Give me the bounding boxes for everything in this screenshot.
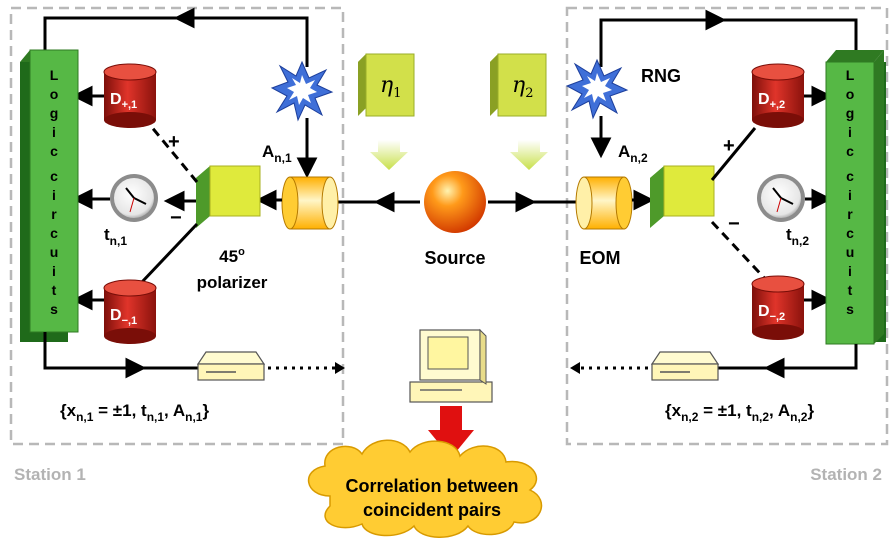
correlation-label-line2: coincident pairs (363, 500, 501, 520)
detector-plus-1-label: D+,1 (110, 91, 137, 111)
down-arrow-1 (370, 140, 408, 170)
setting-label-2: An,2 (618, 142, 648, 165)
eta-1-label: η1 (380, 73, 401, 101)
eta-2-label: η2 (512, 73, 533, 101)
rng-label: RNG (641, 66, 681, 86)
minus-sign-1: − (170, 207, 182, 229)
record-label-1: {xn,1 = ±1, tn,1, An,1} (60, 401, 209, 424)
disk-drive-icon (650, 351, 720, 381)
logic-letter: i (848, 187, 852, 203)
logic-letter: c (846, 143, 854, 159)
starburst-icon (565, 58, 629, 120)
logic-letter: r (51, 206, 57, 222)
logic-letter: i (848, 263, 852, 279)
polarizer-cube-1 (196, 165, 261, 228)
record-label-2: {xn,2 = ±1, tn,2, An,2} (665, 401, 814, 424)
eom-cylinder-2 (575, 176, 633, 230)
logic-letter: t (52, 282, 57, 298)
logic-letter: i (848, 124, 852, 140)
cylinder-detector-icon (103, 63, 157, 128)
detector-minus-2-label: D−,2 (758, 303, 785, 323)
clock-icon (757, 174, 805, 222)
correlation-cloud (307, 439, 543, 538)
correlation-label-line1: Correlation between (345, 476, 518, 496)
polarizer-label-line1: 45o (219, 246, 245, 266)
setting-label-1: An,1 (262, 142, 292, 165)
logic-letter: u (846, 244, 855, 260)
logic-letter: o (50, 86, 59, 102)
eom-cylinder-1 (281, 176, 339, 230)
station-2-border (565, 6, 889, 446)
plus-sign-1: + (168, 131, 180, 153)
source-label: Source (424, 248, 485, 268)
logic-letter: o (846, 86, 855, 102)
logic-letter: i (52, 187, 56, 203)
logic-letter: s (846, 301, 854, 317)
filter-eta-2 (490, 53, 547, 117)
disk-drive-icon (196, 351, 266, 381)
down-arrow-2 (510, 140, 548, 170)
logic-letter: i (52, 263, 56, 279)
logic-circuits-block-1 (20, 49, 79, 342)
station-1-label: Station 1 (14, 465, 86, 484)
minus-sign-2: − (728, 213, 740, 235)
logic-letter: L (846, 67, 855, 83)
station-1-feedback-loop (43, 7, 309, 67)
station-2-label: Station 2 (810, 465, 882, 484)
clock-icon (110, 174, 158, 222)
logic-letter: c (50, 168, 58, 184)
logic-letter: c (50, 143, 58, 159)
detector-plus-2-label: D+,2 (758, 91, 785, 111)
cylinder-detector-icon (103, 279, 157, 344)
eom-label: EOM (579, 248, 620, 268)
logic-letter: L (50, 67, 59, 83)
source-sphere (424, 171, 486, 233)
time-label-1: tn,1 (104, 225, 127, 248)
logic-letter: c (846, 225, 854, 241)
logic-circuits-block-2 (825, 50, 886, 345)
computer-icon (409, 328, 493, 403)
station-2-feedback-loop (599, 9, 858, 67)
starburst-icon (270, 60, 334, 122)
plus-sign-2: + (723, 135, 735, 157)
logic-letter: u (50, 244, 59, 260)
logic-letter: t (848, 282, 853, 298)
logic-letter: g (50, 105, 59, 121)
logic-letter: s (50, 301, 58, 317)
logic-letter: r (847, 206, 853, 222)
detector-minus-1-label: D−,1 (110, 307, 137, 327)
logic-letter: g (846, 105, 855, 121)
logic-letter: i (52, 124, 56, 140)
logic-letter: c (846, 168, 854, 184)
time-label-2: tn,2 (786, 225, 809, 248)
polarizer-cube-2 (650, 165, 715, 228)
filter-eta-1 (358, 53, 415, 117)
logic-letter: c (50, 225, 58, 241)
cylinder-detector-icon (751, 63, 805, 128)
polarizer-label-line2: polarizer (197, 273, 268, 292)
cylinder-detector-icon (751, 275, 805, 340)
